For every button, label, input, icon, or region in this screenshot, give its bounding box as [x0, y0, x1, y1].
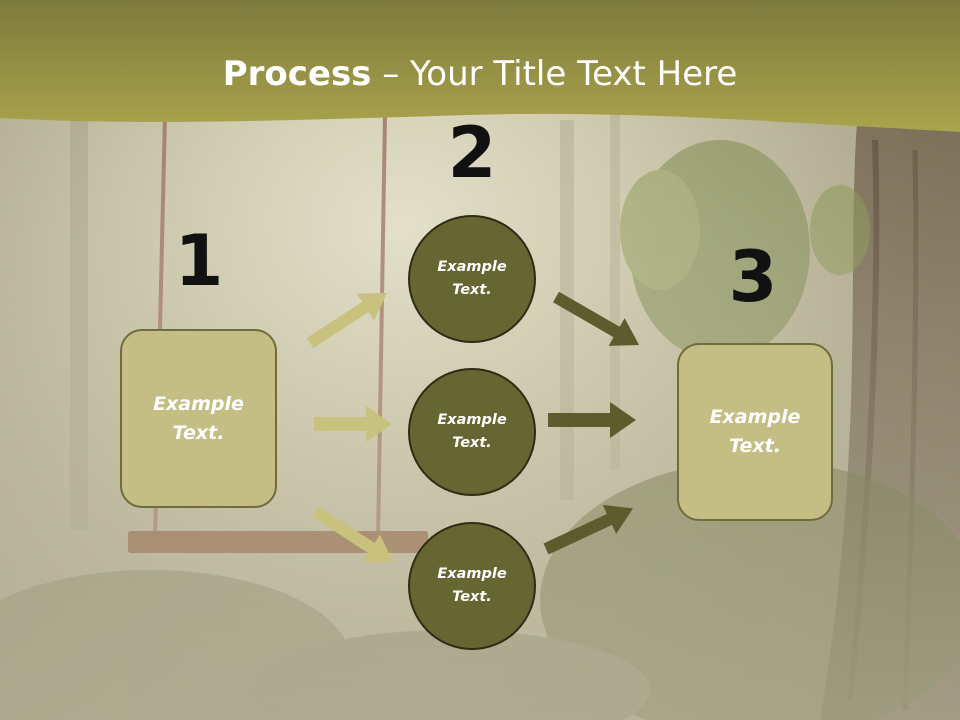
arrow-to-middle-circle [314, 406, 392, 442]
step-2-circle-top-text: Example Text. [437, 259, 507, 298]
slide-title: Process – Your Title Text Here [0, 52, 960, 96]
arrow-from-middle-circle [548, 402, 636, 438]
title-bold: Process [222, 54, 372, 94]
arrow-to-bottom-circle [312, 506, 394, 563]
step-number-1: 1 [174, 220, 224, 302]
step-2-circle-middle-text: Example Text. [437, 412, 507, 451]
step-1-text: Example Text. [153, 392, 244, 444]
step-1-box: Example Text. [120, 329, 277, 508]
arrow-from-bottom-circle [543, 504, 634, 555]
arrow-to-top-circle [306, 292, 388, 349]
step-2-circle-bottom: Example Text. [408, 522, 536, 650]
step-number-2: 2 [447, 112, 497, 194]
title-banner [0, 0, 960, 132]
step-2-circle-top: Example Text. [408, 215, 536, 343]
step-3-box: Example Text. [677, 343, 833, 521]
step-2-circle-middle: Example Text. [408, 368, 536, 496]
step-2-circle-bottom-text: Example Text. [437, 566, 507, 605]
arrows-right [543, 291, 640, 555]
arrow-from-top-circle [553, 291, 640, 346]
step-3-text: Example Text. [709, 406, 801, 457]
step-number-3: 3 [728, 236, 778, 318]
title-rest: – Your Title Text Here [371, 54, 738, 94]
arrows-left [306, 292, 394, 563]
